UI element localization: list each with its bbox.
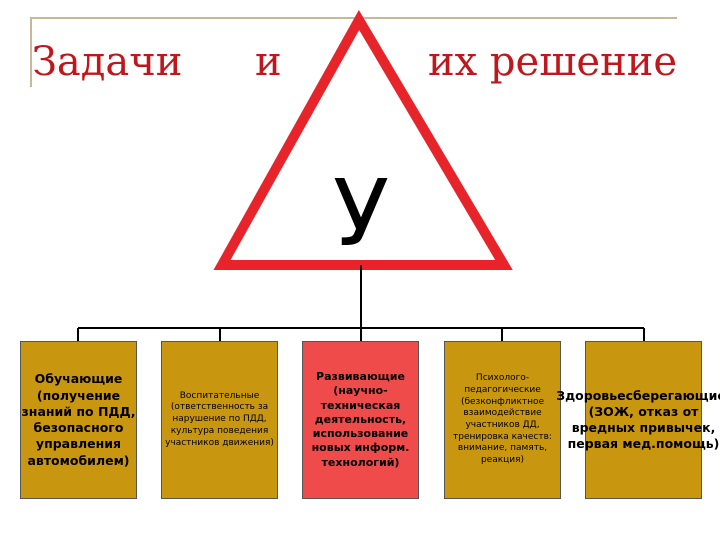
task-box-psychological: Психолого-педагогические (безконфликтное… [444, 341, 561, 499]
task-box-upbringing-text: Воспитательные (ответственность за наруш… [165, 390, 274, 448]
frame-top-line [30, 17, 677, 19]
frame-left-line [30, 17, 32, 87]
title-part-3: их решение [428, 39, 678, 85]
sign-letter: У [333, 160, 389, 267]
task-box-educational-text: Обучающие (получение знаний по ПДД, безо… [21, 371, 136, 468]
warning-triangle [213, 9, 513, 270]
title-part-2: и [255, 39, 282, 85]
task-box-health: Здоровьесберегающие: (ЗОЖ, отказ от вред… [556, 341, 720, 499]
task-box-upbringing: Воспитательные (ответственность за наруш… [161, 341, 278, 499]
task-box-developing-text: Развивающие (научно-техническая деятельн… [311, 369, 410, 469]
task-box-psychological-text: Психолого-педагогические (безконфликтное… [453, 373, 552, 466]
task-box-developing: Развивающие (научно-техническая деятельн… [302, 341, 419, 499]
task-box-health-text: Здоровьесберегающие: (ЗОЖ, отказ от вред… [556, 387, 720, 452]
title-part-1: Задачи [32, 39, 183, 85]
task-box-educational: Обучающие (получение знаний по ПДД, безо… [20, 341, 137, 499]
